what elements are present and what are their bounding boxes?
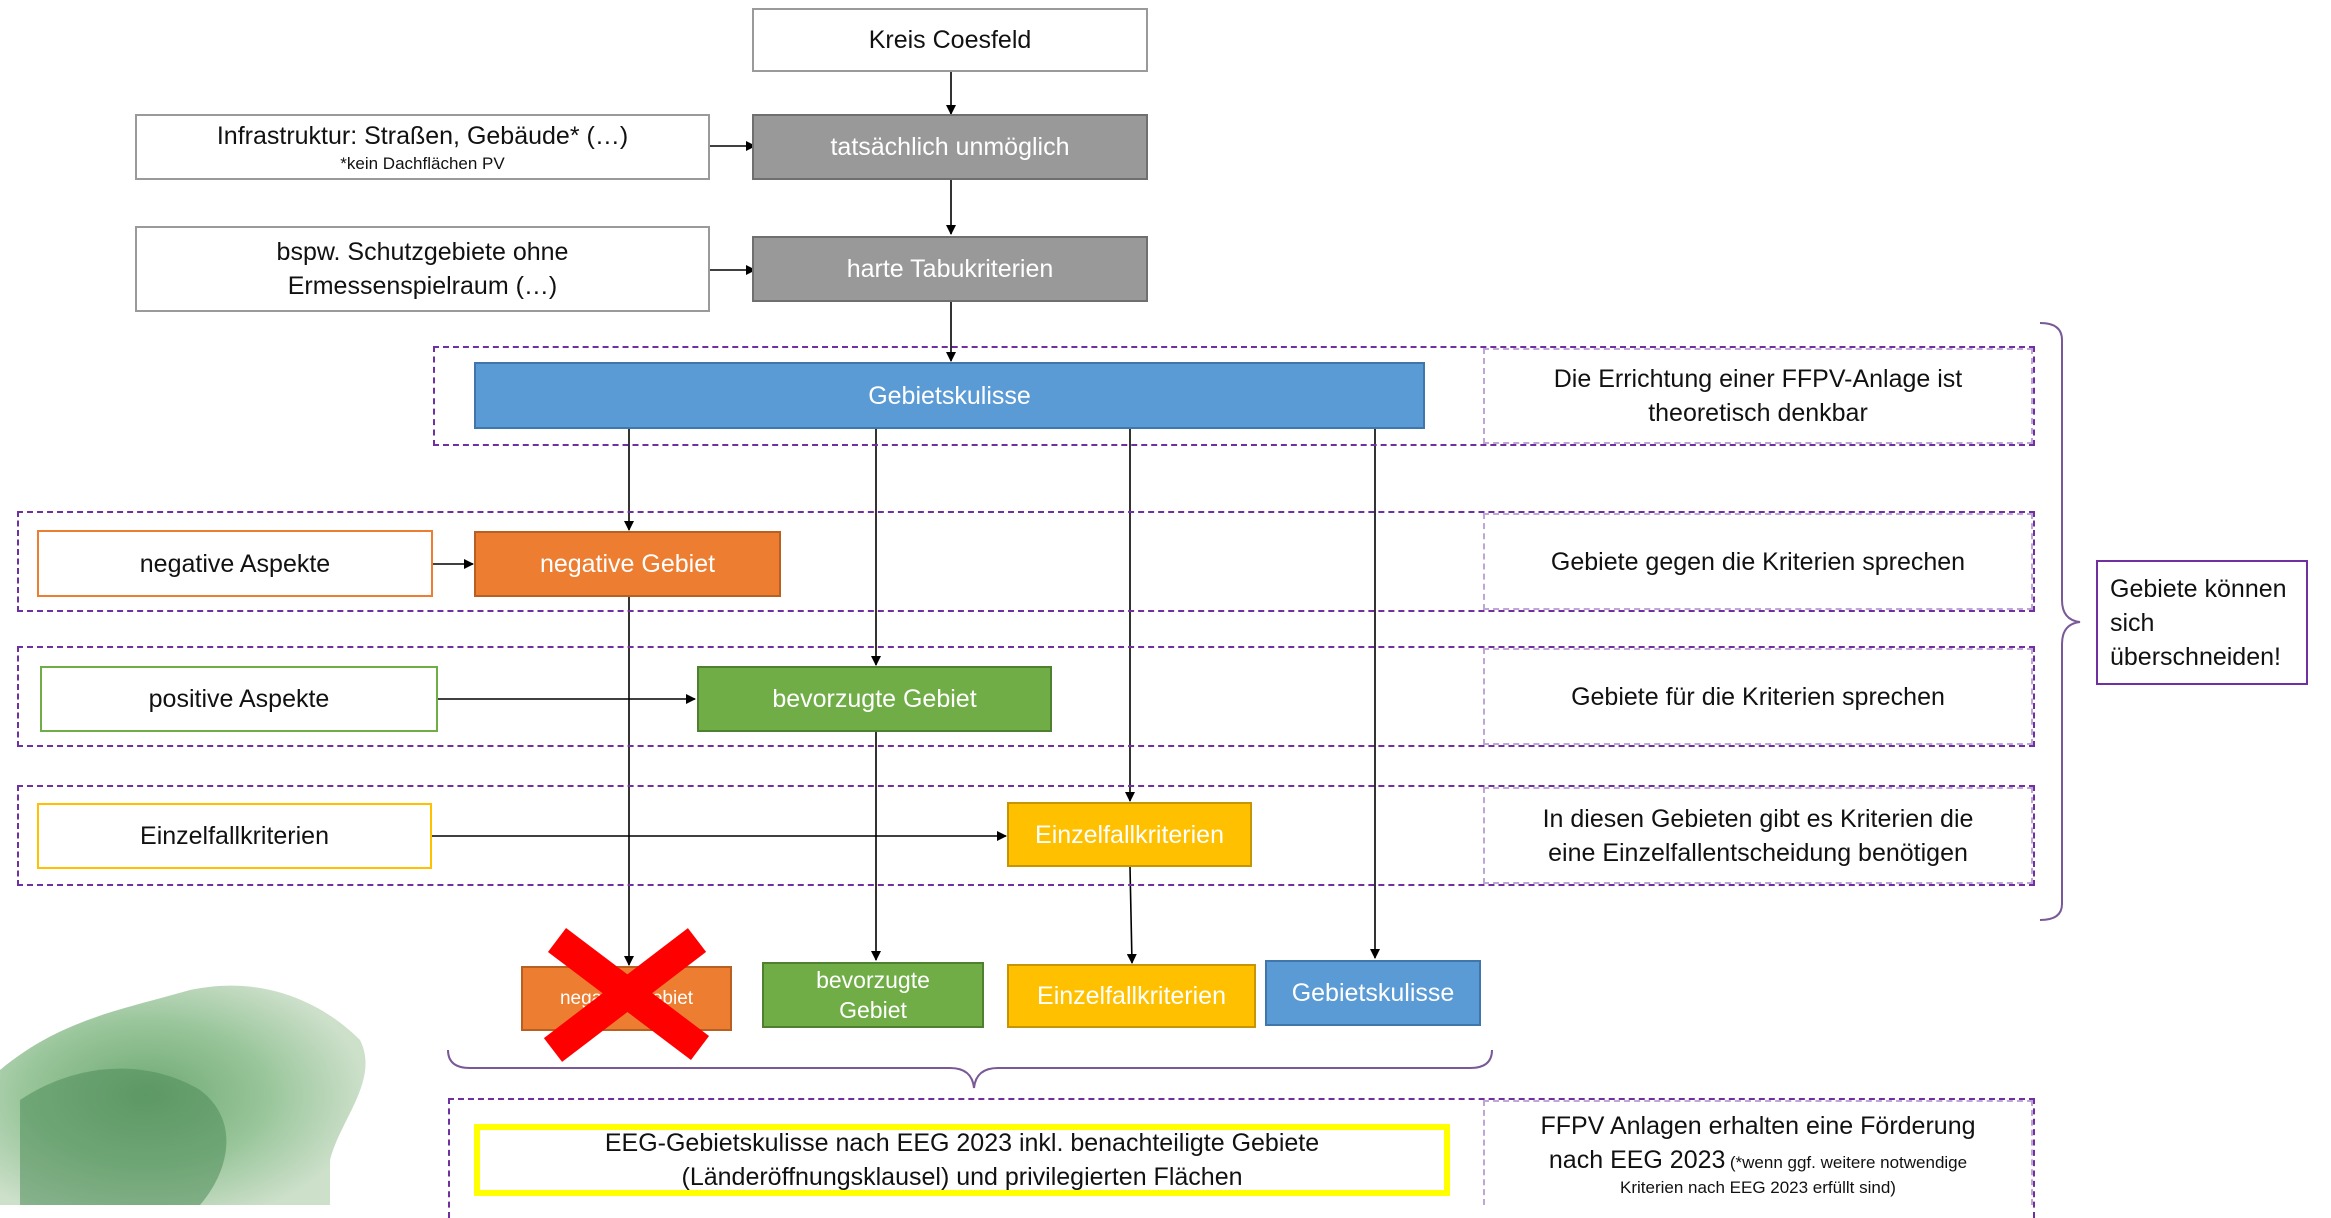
schutzgebiete-box: bspw. Schutzgebiete ohne Ermessenspielra…	[135, 226, 710, 312]
bevorzugte-result-box: bevorzugte Gebiet	[762, 962, 984, 1028]
negative-result-box: negative Gebiet	[521, 966, 732, 1031]
schutzgebiete-line1: bspw. Schutzgebiete ohne	[276, 238, 569, 266]
schutzgebiete-line2: Ermessenspielraum (…)	[287, 272, 558, 300]
note-row1-line2: theoretisch denkbar	[1648, 399, 1868, 427]
einzelfall-result-box: Einzelfallkriterien	[1007, 964, 1256, 1028]
kreis-coesfeld-label: Kreis Coesfeld	[868, 26, 1032, 54]
note-row4-line1: In diesen Gebieten gibt es Kriterien die	[1542, 804, 1974, 833]
eeg-note-line2-main: nach EEG 2023	[1548, 1145, 1726, 1174]
gebietskulisse-result-box: Gebietskulisse	[1265, 960, 1481, 1026]
positive-aspekte-label: positive Aspekte	[148, 685, 330, 713]
negative-aspekte-label: negative Aspekte	[139, 549, 331, 578]
note-row3: Gebiete für die Kriterien sprechen	[1571, 682, 1945, 711]
unmoeglich-box: tatsächlich unmöglich	[752, 114, 1148, 180]
gebietskulisse-box: Gebietskulisse	[474, 362, 1425, 429]
kreis-coesfeld-box: Kreis Coesfeld	[752, 8, 1148, 72]
negative-result-label: negative Gebiet	[559, 987, 694, 1009]
note-eeg-foerderung: FFPV Anlagen erhalten eine Förderung nac…	[1483, 1100, 2033, 1205]
note-gegen-kriterien: Gebiete gegen die Kriterien sprechen	[1483, 513, 2033, 610]
unmoeglich-label: tatsächlich unmöglich	[830, 133, 1070, 161]
eeg-line2: (Länderöffnungsklausel) und privilegiert…	[681, 1163, 1243, 1191]
bevorzugte-gebiet-label: bevorzugte Gebiet	[772, 685, 977, 713]
tabukriterien-box: harte Tabukriterien	[752, 236, 1148, 302]
eeg-note-line1: FFPV Anlagen erhalten eine Förderung	[1540, 1111, 1976, 1140]
positive-aspekte-box: positive Aspekte	[40, 666, 438, 732]
bevorzugte-result-line1: bevorzugte	[816, 967, 930, 993]
note-einzelfallentscheidung: In diesen Gebieten gibt es Kriterien die…	[1483, 787, 2033, 884]
positive-row-frame	[17, 646, 2035, 747]
negative-gebiet-box: negative Gebiet	[474, 531, 781, 597]
note-row4-line2: eine Einzelfallentscheidung benötigen	[1548, 838, 1968, 867]
eeg-row-frame	[448, 1098, 2035, 1218]
brace-right	[2039, 322, 2081, 921]
eeg-gebietskulisse-box: EEG-Gebietskulisse nach EEG 2023 inkl. b…	[474, 1124, 1450, 1196]
eeg-note-line3: Kriterien nach EEG 2023 erfüllt sind)	[1620, 1177, 1896, 1197]
gebietskulisse-result-label: Gebietskulisse	[1291, 979, 1455, 1007]
brace-bottom	[447, 1049, 1493, 1089]
einzelfall-box: Einzelfallkriterien	[1007, 802, 1252, 867]
eeg-line1: EEG-Gebietskulisse nach EEG 2023 inkl. b…	[604, 1129, 1320, 1157]
gebietskulisse-row-frame	[433, 346, 2035, 446]
tabukriterien-label: harte Tabukriterien	[846, 255, 1054, 283]
einzelfall-input-label: Einzelfallkriterien	[140, 822, 329, 850]
eeg-note-line2-small: (*wenn ggf. weitere notwendige	[1729, 1152, 1968, 1172]
note-fuer-kriterien: Gebiete für die Kriterien sprechen	[1483, 648, 2033, 745]
einzelfall-label: Einzelfallkriterien	[1035, 820, 1224, 849]
einzelfall-row-frame	[17, 785, 2035, 886]
note-row1-line1: Die Errichtung einer FFPV-Anlage ist	[1553, 365, 1963, 393]
infrastruktur-box: Infrastruktur: Straßen, Gebäude* (…) *ke…	[135, 114, 710, 180]
infrastruktur-label: Infrastruktur: Straßen, Gebäude* (…)	[216, 122, 629, 150]
einzelfall-input-box: Einzelfallkriterien	[37, 803, 432, 869]
bevorzugte-gebiet-box: bevorzugte Gebiet	[697, 666, 1052, 732]
note-row2: Gebiete gegen die Kriterien sprechen	[1550, 547, 1966, 576]
arrow-einzelfall-result	[1126, 866, 1137, 964]
negative-row-frame	[17, 511, 2035, 612]
einzelfall-result-label: Einzelfallkriterien	[1037, 982, 1226, 1010]
overlap-note-label: Gebiete können sich überschneiden!	[2110, 574, 2287, 671]
note-theoretisch-denkbar: Die Errichtung einer FFPV-Anlage ist the…	[1483, 348, 2033, 444]
infrastruktur-note: *kein Dachflächen PV	[340, 154, 505, 173]
gebietskulisse-label: Gebietskulisse	[868, 381, 1031, 410]
bevorzugte-result-line2: Gebiet	[839, 997, 907, 1023]
overlap-note-box: Gebiete können sich überschneiden!	[2096, 560, 2308, 685]
negative-gebiet-label: negative Gebiet	[539, 550, 716, 578]
negative-aspekte-box: negative Aspekte	[37, 530, 433, 597]
